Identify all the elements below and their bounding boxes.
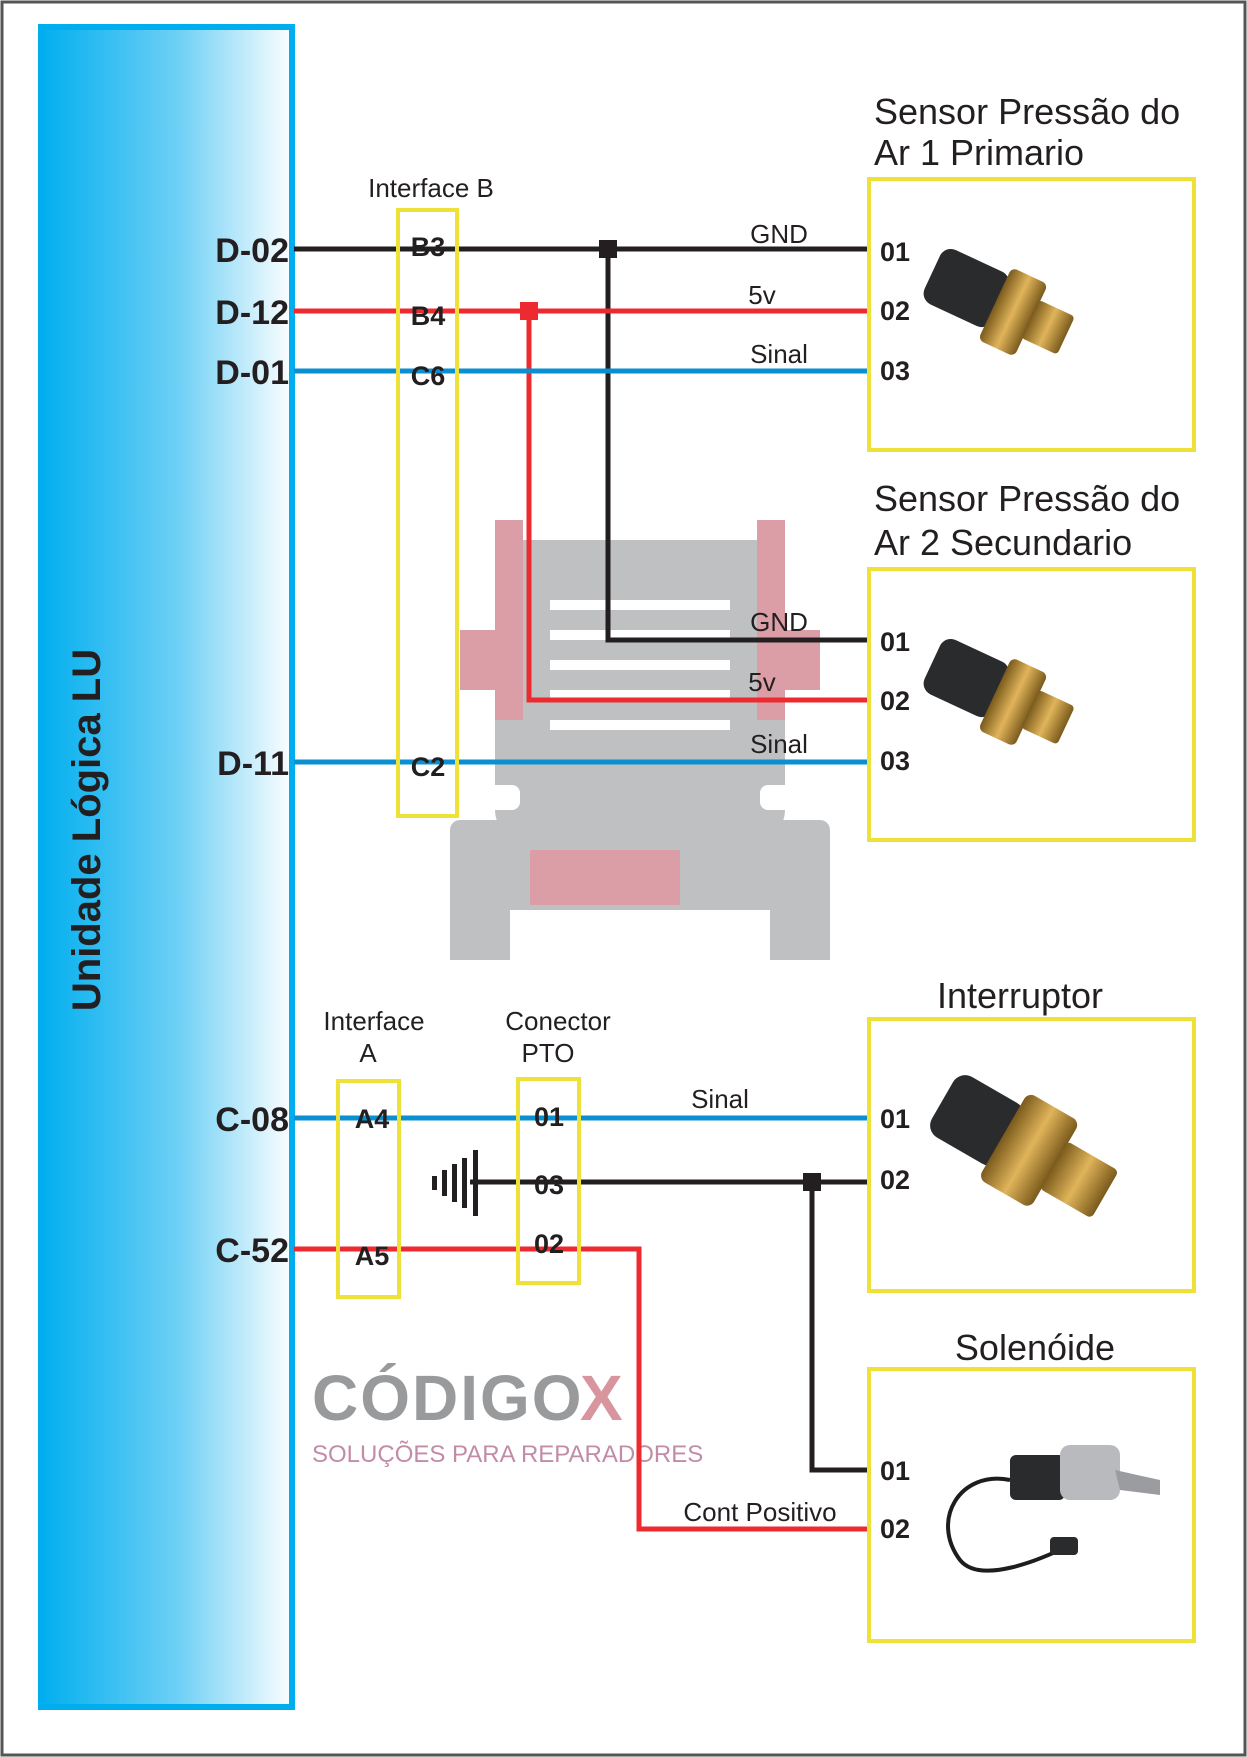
interface-b-pin: C6 [411,361,446,391]
interruptor-title: Interruptor [937,975,1103,1016]
wire-label-sinal: Sinal [750,729,808,759]
interface-b-connector [396,208,459,818]
ecu-pin-c08: C-08 [215,1101,289,1139]
conector-pto-pin: 01 [534,1102,564,1132]
junction-gnd [599,240,617,258]
watermark-tagline: SOLUÇÕES PARA REPARADORES [312,1440,703,1468]
sensor2-pin: 01 [880,627,910,657]
watermark-logo: CÓDIGO X SOLUÇÕES PARA REPARADORES [312,1362,703,1468]
interruptor-pin: 02 [880,1165,910,1195]
wire-label-sinal: Sinal [691,1084,749,1114]
pressure-sensor-icon [923,638,1074,745]
wire-label-gnd: GND [750,607,808,637]
interface-a-pin: A5 [355,1241,390,1271]
wire-label-5v: 5v [748,667,775,697]
sensor2-pin: 02 [880,686,910,716]
ecu-unit [39,25,294,1709]
sensor1-pin: 01 [880,237,910,267]
watermark-brand-x: X [580,1362,623,1434]
ecu-pin-d02: D-02 [215,232,289,270]
sensor2-title: Ar 2 Secundario [874,522,1132,563]
ecu-pin-d12: D-12 [215,294,289,332]
junction-ground [803,1173,821,1191]
interface-b-pin: B4 [411,301,446,331]
wire-5v-sensor2 [526,311,868,703]
watermark-brand: CÓDIGO [312,1362,584,1434]
wire-label-cont-positivo: Cont Positivo [683,1497,836,1527]
conector-pto-pin: 03 [534,1170,564,1200]
interface-b-label: Interface B [368,173,494,203]
conector-pto [516,1077,581,1285]
pressure-sensor-icon [923,248,1074,355]
conector-pto-label: Conector [505,1006,611,1036]
wire-label-5v: 5v [748,280,775,310]
sensor1-title: Ar 1 Primario [874,132,1084,173]
sensor1-pin: 02 [880,296,910,326]
sensor1-title: Sensor Pressão do [874,91,1180,132]
wire-label-gnd: GND [750,219,808,249]
solenoide-pin: 01 [880,1456,910,1486]
solenoide-title: Solenóide [955,1327,1115,1368]
solenoide-pin: 02 [880,1514,910,1544]
sensor2-box [867,567,1196,842]
wire-c52-cont-positivo [294,1246,868,1532]
junction-5v [520,302,538,320]
interruptor-pin: 01 [880,1104,910,1134]
interface-a-label: A [359,1038,377,1068]
ecu-pin-d11: D-11 [217,745,289,783]
ecu-label: Unidade Lógica LU [65,649,109,1011]
sensor1-pin: 03 [880,356,910,386]
pressure-switch-icon [930,1075,1117,1217]
interface-a-pin: A4 [355,1104,390,1134]
conector-pto-pin: 02 [534,1229,564,1259]
conector-pto-label: PTO [522,1038,575,1068]
interface-b-pin: B3 [411,232,446,262]
interface-a-connector [336,1079,401,1299]
solenoid-valve-icon [946,1445,1160,1573]
interface-b-pin: C2 [411,752,446,782]
ecu-pin-c52: C-52 [215,1232,289,1270]
ground-icon [432,1150,478,1216]
wire-label-sinal: Sinal [750,339,808,369]
sensor1-box [867,177,1196,452]
wire-ground-solenoid [809,1182,868,1473]
sensor2-title: Sensor Pressão do [874,478,1180,519]
interruptor-box [867,1017,1196,1293]
wire-gnd-sensor2 [605,249,868,643]
interface-a-label: Interface [323,1006,424,1036]
ecu-pin-d01: D-01 [215,354,289,392]
sensor2-pin: 03 [880,746,910,776]
solenoide-box [867,1367,1196,1643]
